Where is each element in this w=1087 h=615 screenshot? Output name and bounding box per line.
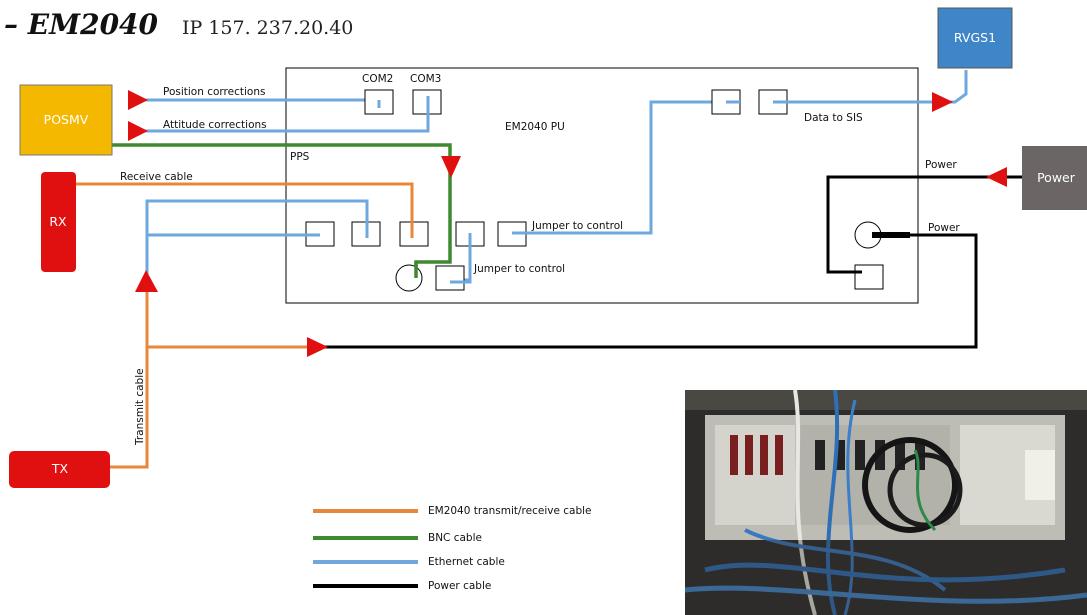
com2-label: COM2 bbox=[362, 73, 393, 85]
attitude-corrections-label: Attitude corrections bbox=[163, 119, 267, 131]
power-label: Power bbox=[1037, 170, 1076, 185]
jumper-to-control-1: Jumper to control bbox=[531, 220, 623, 232]
pps-label: PPS bbox=[290, 151, 310, 163]
port-power bbox=[855, 265, 883, 289]
bnc-connector bbox=[396, 265, 422, 291]
rvgs1-label: RVGS1 bbox=[954, 30, 996, 45]
data-to-sis-label: Data to SIS bbox=[804, 112, 863, 124]
installation-photo-art bbox=[685, 390, 1087, 615]
arrow-transmit bbox=[135, 270, 158, 292]
page-title: – EM2040 bbox=[4, 8, 159, 41]
arrow-power-lower bbox=[307, 337, 328, 357]
com3-label: COM3 bbox=[410, 73, 441, 85]
legend-label-2: Ethernet cable bbox=[428, 556, 505, 568]
arrow-data-to-sis bbox=[932, 92, 953, 112]
legend-label-1: BNC cable bbox=[428, 532, 482, 544]
tx-label: TX bbox=[51, 461, 69, 476]
pu-label: EM2040 PU bbox=[505, 121, 565, 133]
rx-label: RX bbox=[49, 214, 67, 229]
ip-address: IP 157. 237.20.40 bbox=[182, 17, 353, 39]
power-label-lower: Power bbox=[928, 222, 960, 234]
posmv-label: POSMV bbox=[44, 112, 89, 127]
receive-cable-label: Receive cable bbox=[120, 171, 193, 183]
position-corrections-label: Position corrections bbox=[163, 86, 265, 98]
power-label-upper: Power bbox=[925, 159, 957, 171]
jumper-to-control-2: Jumper to control bbox=[473, 263, 565, 275]
port-jumper-c bbox=[436, 266, 464, 290]
legend: EM2040 transmit/receive cable BNC cable … bbox=[313, 505, 592, 592]
arrow-attitude bbox=[128, 121, 148, 141]
transmit-cable-label: Transmit cable bbox=[134, 368, 146, 446]
legend-label-0: EM2040 transmit/receive cable bbox=[428, 505, 592, 517]
arrow-power-upper bbox=[986, 167, 1007, 187]
installation-photo bbox=[685, 390, 1087, 615]
arrow-position bbox=[128, 90, 148, 110]
legend-label-3: Power cable bbox=[428, 580, 491, 592]
port-rx-3 bbox=[400, 222, 428, 246]
